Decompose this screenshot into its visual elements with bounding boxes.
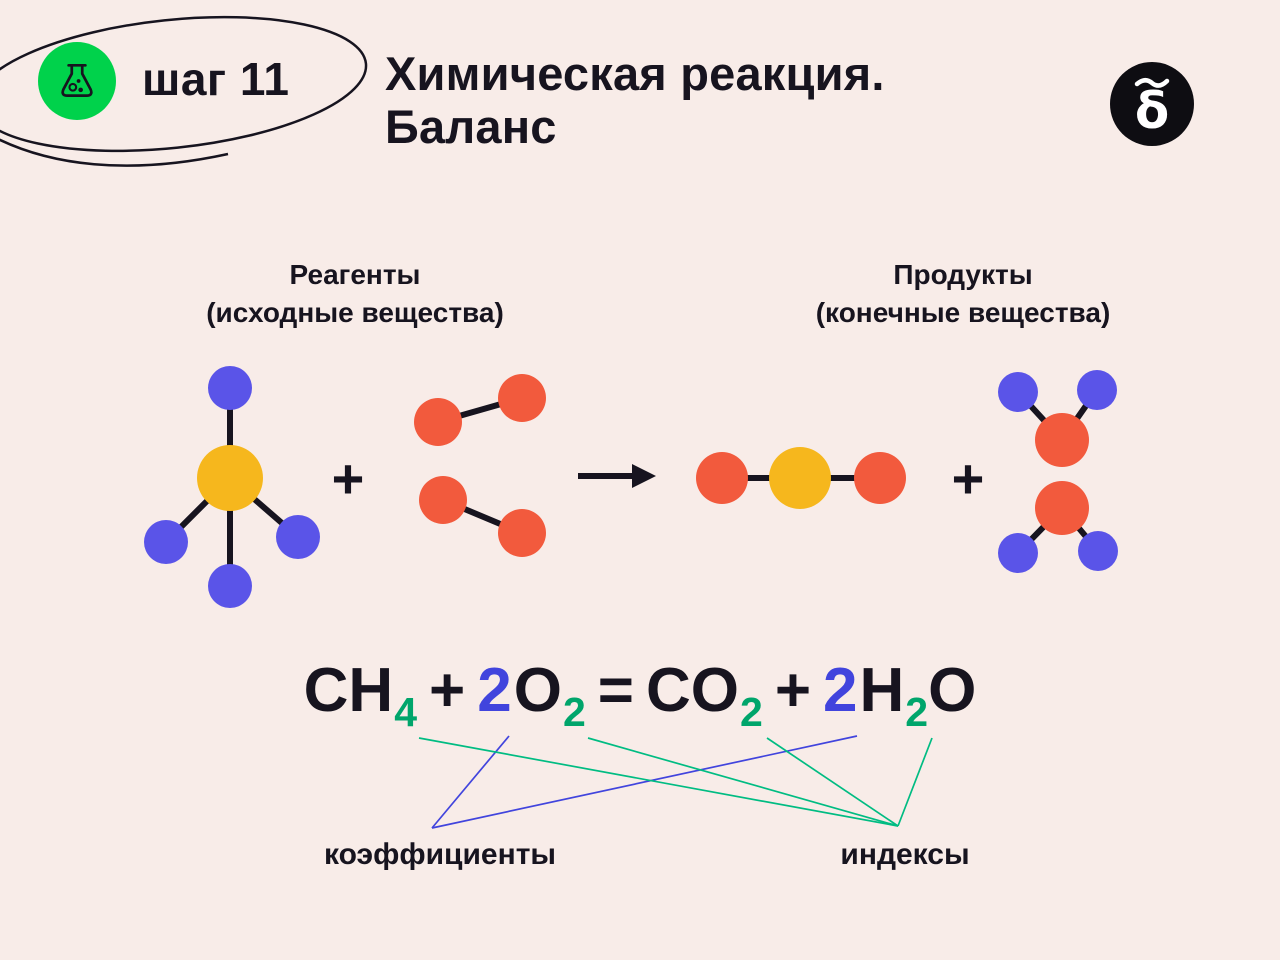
hydrogen-atom <box>144 520 188 564</box>
formula-text: CO <box>646 656 739 725</box>
hydrogen-atom <box>208 366 252 410</box>
operator: = <box>597 656 634 725</box>
reaction-arrow <box>578 464 656 488</box>
hydrogen-atom <box>998 372 1038 412</box>
coefficient-value: 2 <box>477 656 512 725</box>
brand-logo-icon: δ <box>1110 62 1194 146</box>
molecule-water-pair <box>998 370 1118 573</box>
coefficients-label: коэффициенты <box>323 838 557 871</box>
oxygen-atom <box>419 476 467 524</box>
hydrogen-atom <box>208 564 252 608</box>
oxygen-atom <box>854 452 906 504</box>
plus-sign: + <box>332 447 365 510</box>
oxygen-atom <box>696 452 748 504</box>
formula-text: O <box>513 656 562 725</box>
formula-text: H <box>859 656 905 725</box>
molecule-oxygen-pair <box>414 374 546 557</box>
molecule-carbon-dioxide <box>696 447 906 509</box>
hydrogen-atom <box>998 533 1038 573</box>
reagents-label: Реагенты (исходные вещества) <box>125 256 585 332</box>
reagents-subtitle: (исходные вещества) <box>206 296 504 328</box>
page-title: Химическая реакция. Баланс <box>385 47 885 153</box>
coefficient-lines <box>431 735 858 829</box>
carbon-atom <box>197 445 263 511</box>
index-value: 2 <box>562 689 586 735</box>
molecule-diagram: + + <box>144 366 1118 608</box>
page-title-line2: Баланс <box>385 99 557 153</box>
operator: + <box>774 656 812 725</box>
carbon-atom <box>769 447 831 509</box>
products-subtitle: (конечные вещества) <box>815 296 1111 328</box>
logo-glyph: δ <box>1135 82 1169 140</box>
hydrogen-atom <box>1077 370 1117 410</box>
formula-text: CH <box>303 656 394 725</box>
oxygen-atom <box>498 374 546 422</box>
formula-text: O <box>928 656 977 725</box>
index-lines <box>418 737 933 827</box>
indices-label: индексы <box>840 838 970 871</box>
reagents-title: Реагенты <box>289 259 421 290</box>
oxygen-atom <box>1035 413 1089 467</box>
annotation-lines <box>418 735 933 829</box>
hydrogen-atom <box>276 515 320 559</box>
products-label: Продукты (конечные вещества) <box>733 256 1193 332</box>
operator: + <box>429 656 466 725</box>
oxygen-atom <box>498 509 546 557</box>
step-label: шаг 11 <box>142 53 290 105</box>
step-badge <box>38 42 116 120</box>
coefficient-value: 2 <box>823 656 858 725</box>
flask-icon <box>61 63 93 97</box>
index-value: 2 <box>905 689 929 735</box>
oxygen-atom <box>414 398 462 446</box>
sketch-ellipse <box>0 15 368 167</box>
chemical-equation: CH4+2O2=CO2+2H2O <box>0 655 1280 745</box>
page-title-line1: Химическая реакция. <box>385 47 885 100</box>
molecule-methane <box>144 366 320 608</box>
plus-sign: + <box>952 447 985 510</box>
hydrogen-atom <box>1078 531 1118 571</box>
index-value: 4 <box>394 689 418 735</box>
oxygen-atom <box>1035 481 1089 535</box>
products-title: Продукты <box>893 259 1033 290</box>
index-value: 2 <box>740 689 763 735</box>
